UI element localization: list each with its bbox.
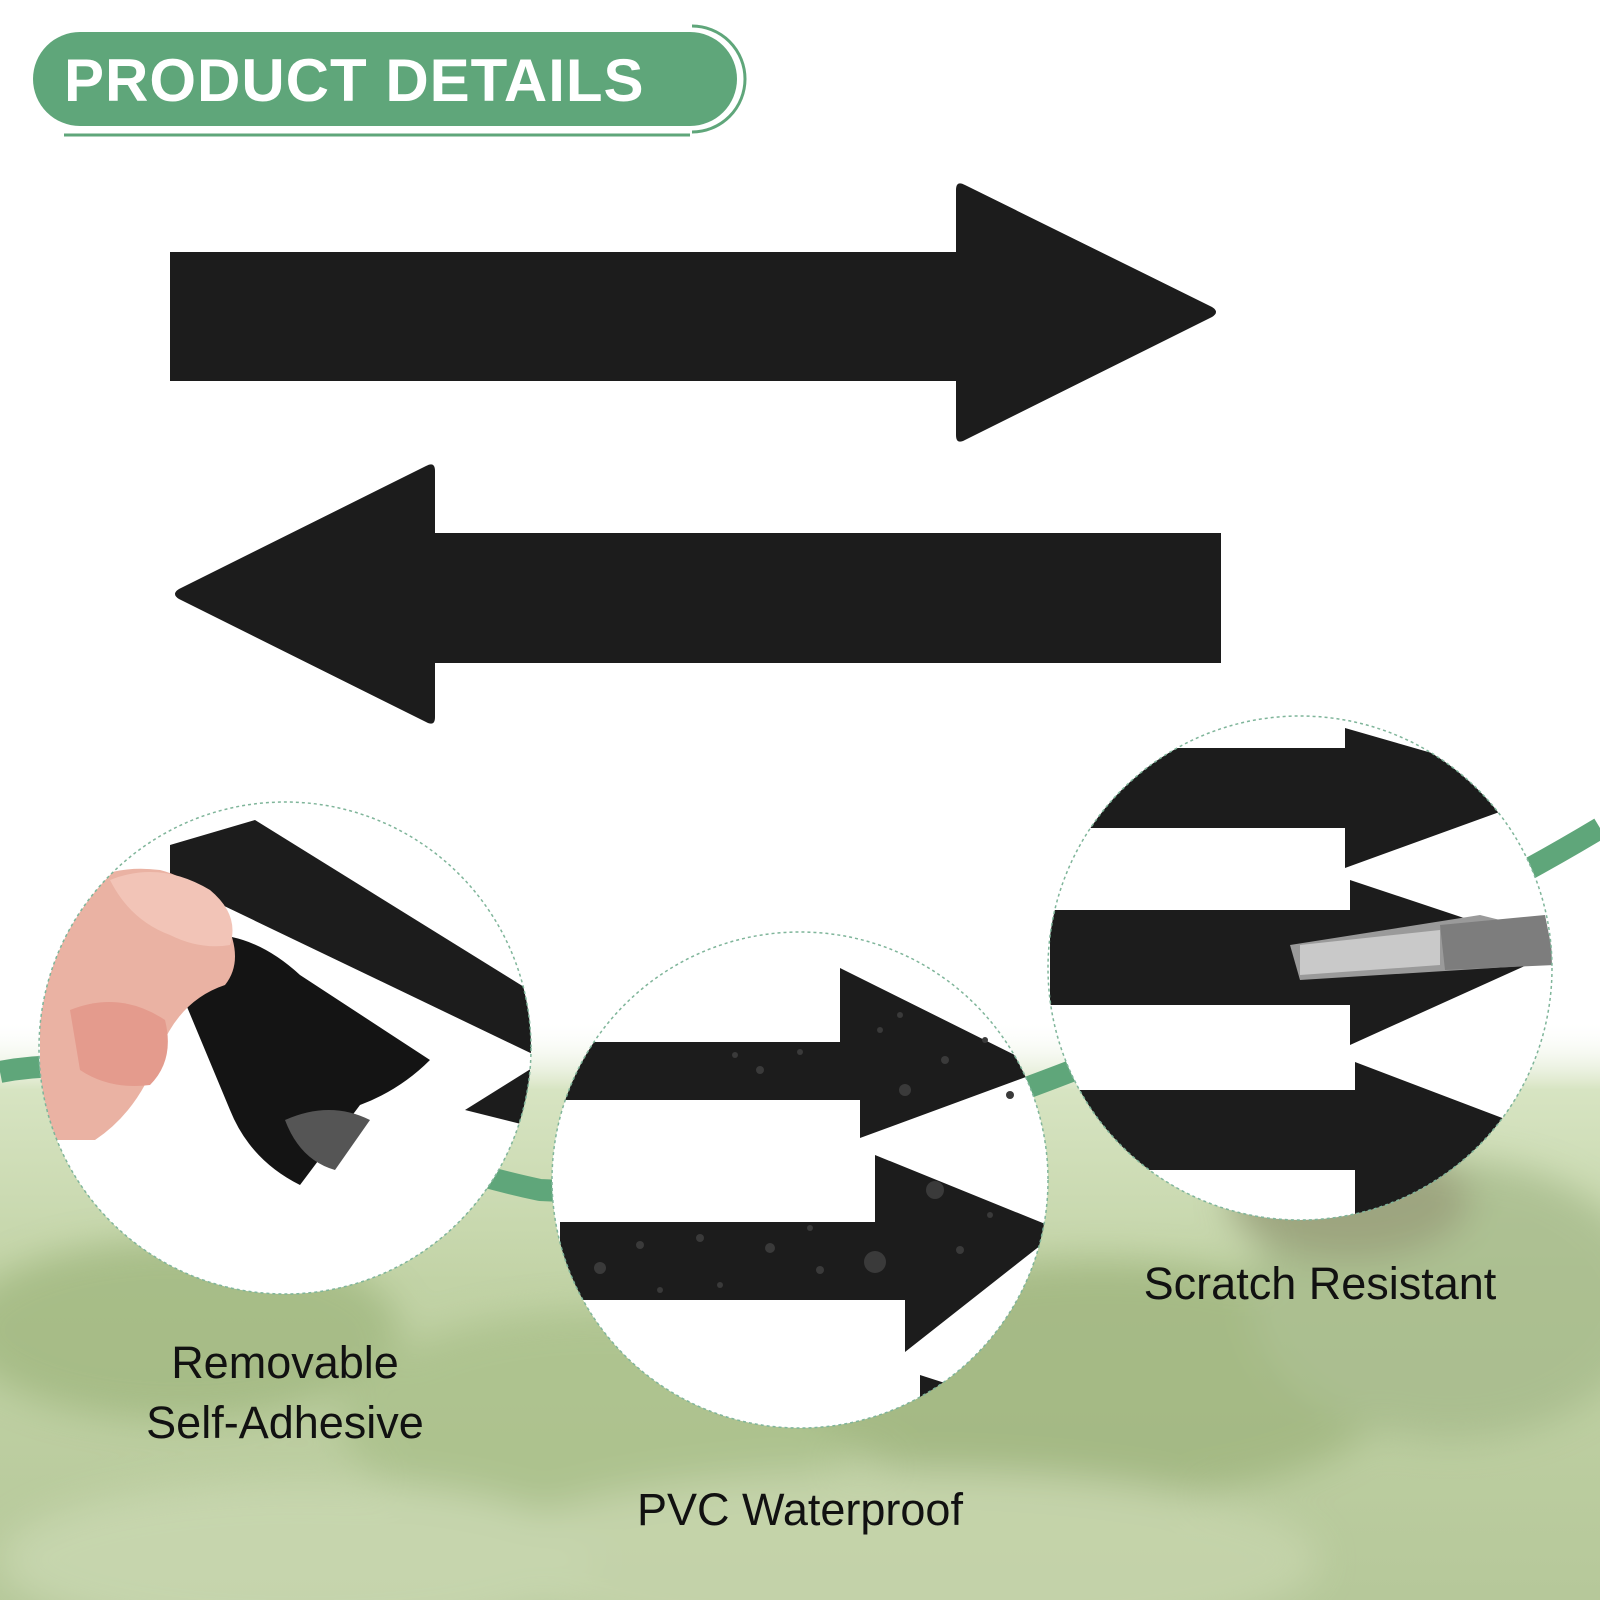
feature-image-waterproof (551, 931, 1049, 1429)
feature-image-scratch (1047, 715, 1553, 1221)
feature-image-removable (38, 801, 532, 1295)
caption-line: Removable (171, 1337, 399, 1388)
arrow-right-icon (170, 183, 1216, 442)
feature-caption-removable: Removable Self-Adhesive (90, 1333, 480, 1453)
feature-caption-waterproof: PVC Waterproof (637, 1484, 963, 1535)
header-badge (33, 24, 747, 137)
feature-caption-scratch: Scratch Resistant (1143, 1258, 1497, 1309)
caption-line: Self-Adhesive (146, 1397, 424, 1448)
arrow-left-icon (175, 464, 1221, 724)
page-title: PRODUCT DETAILS (64, 47, 645, 114)
